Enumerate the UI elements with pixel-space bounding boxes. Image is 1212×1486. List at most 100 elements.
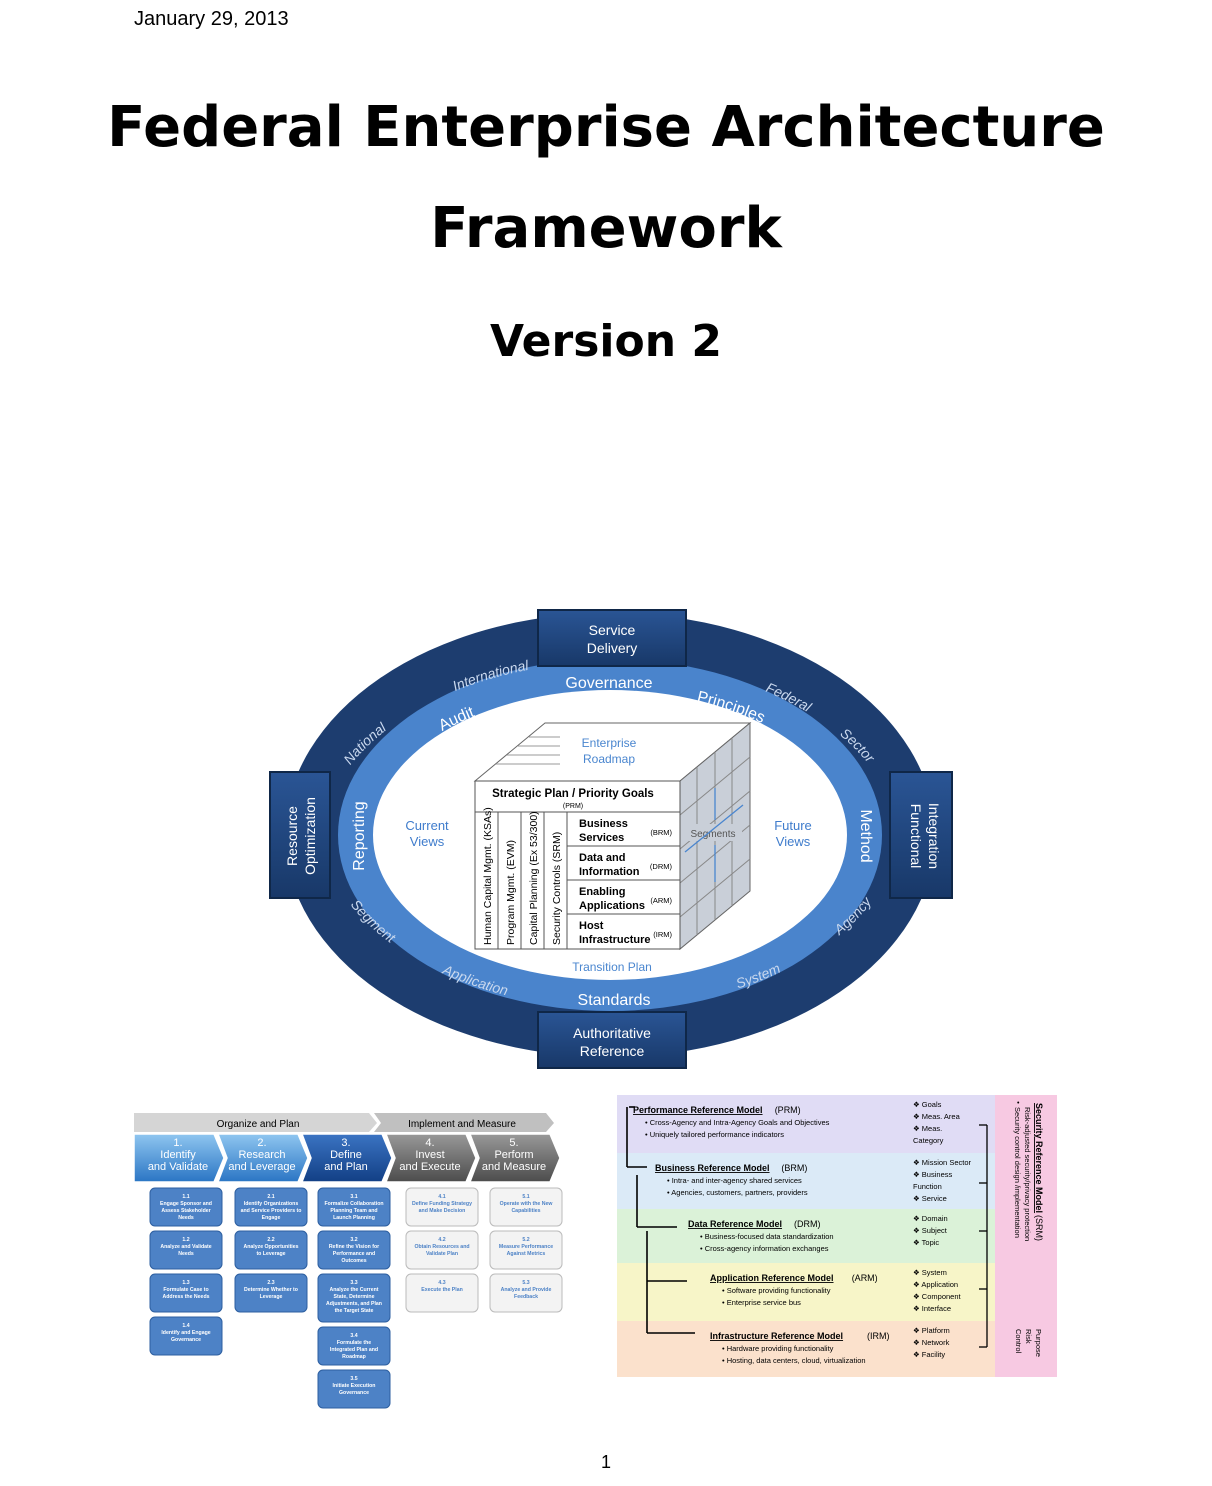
step-4-text-3: and Execute: [399, 1161, 460, 1173]
box-functional-integration: Functional Integration: [889, 771, 953, 899]
svg-text:Engage Sponsor and: Engage Sponsor and: [160, 1201, 212, 1207]
svg-text:Against Metrics: Against Metrics: [507, 1251, 546, 1257]
cube-row-4-l2: Infrastructure: [579, 934, 651, 946]
title-line-1: Federal Enterprise Architecture: [107, 95, 1105, 160]
ref-model-code: (ARM): [852, 1273, 878, 1283]
srm-item-1: Purpose: [1034, 1329, 1043, 1357]
svg-text:Define Funding Strategy: Define Funding Strategy: [412, 1201, 472, 1207]
step-1-chevron: [134, 1133, 225, 1183]
svg-text:Analyze and Validate: Analyze and Validate: [160, 1244, 211, 1250]
label-reporting: Reporting: [351, 801, 368, 870]
ref-model-item: ❖ Interface: [913, 1304, 951, 1313]
cube-col-2: Program Mgmt. (EVM): [505, 840, 517, 945]
svg-text:Adjustments, and Plan: Adjustments, and Plan: [326, 1301, 382, 1307]
svg-text:Operate with the New: Operate with the New: [500, 1201, 554, 1207]
step-1-text-1: 1.: [173, 1137, 182, 1149]
cube-row-3-code: (ARM): [650, 896, 672, 905]
ref-model-name: Business Reference Model: [655, 1163, 770, 1173]
ref-model-item: ❖ Business: [913, 1170, 952, 1179]
ref-model-bullet: • Hardware providing functionality: [722, 1344, 834, 1353]
svg-text:Analyze the Current: Analyze the Current: [329, 1287, 378, 1293]
svg-text:1.2: 1.2: [182, 1237, 189, 1243]
svg-text:Optimization: Optimization: [302, 797, 318, 875]
ref-model-name: Application Reference Model: [710, 1273, 834, 1283]
svg-text:and Service Providers to: and Service Providers to: [241, 1208, 302, 1214]
cube-col-1: Human Capital Mgmt. (KSAs): [482, 807, 494, 945]
fea-cube: Enterprise Roadmap Strategic Plan / Prio…: [473, 721, 752, 974]
ref-model-code: (IRM): [867, 1331, 890, 1341]
svg-text:Integration: Integration: [926, 803, 942, 869]
ref-model-brm: Business Reference Model(BRM)• Intra- an…: [617, 1153, 995, 1209]
ref-model-name: Data Reference Model: [688, 1219, 782, 1229]
ref-model-item: Function: [913, 1182, 942, 1191]
cube-row-1-l2: Services: [579, 832, 624, 844]
svg-text:Performance and: Performance and: [333, 1251, 375, 1257]
step-3-text-3: and Plan: [324, 1161, 367, 1173]
ref-model-bullet: • Cross-agency information exchanges: [700, 1244, 829, 1253]
ref-model-item: ❖ Mission Sector: [913, 1158, 971, 1167]
srm-item-3: Control: [1014, 1329, 1023, 1354]
svg-text:4.3: 4.3: [438, 1280, 445, 1286]
ref-model-bullet: • Enterprise service bus: [722, 1298, 801, 1307]
box-service-delivery: Service Delivery: [537, 609, 687, 667]
svg-text:Validate Plan: Validate Plan: [426, 1251, 458, 1257]
svg-text:3.2: 3.2: [350, 1237, 357, 1243]
ref-model-item: ❖ Meas.: [913, 1124, 942, 1133]
svg-text:Roadmap: Roadmap: [342, 1354, 366, 1360]
version-label: Version 2: [490, 316, 722, 367]
step-5-text-2: Perform: [494, 1149, 533, 1161]
box-authoritative-reference: Authoritative Reference: [537, 1011, 687, 1069]
ref-model-name: Infrastructure Reference Model: [710, 1331, 843, 1341]
cube-top-code: (PRM): [563, 803, 583, 810]
srm-bullet-mark-1: •: [1017, 1100, 1020, 1107]
step-3-text-2: Define: [330, 1149, 362, 1161]
ref-model-irm: Infrastructure Reference Model (IRM) • Har…: [617, 1321, 995, 1377]
svg-text:1.3: 1.3: [182, 1280, 189, 1286]
future-views-line1: Future: [774, 818, 812, 833]
title-line-2: Framework: [430, 196, 782, 261]
svg-text:Service: Service: [589, 622, 636, 638]
svg-text:Needs: Needs: [178, 1215, 194, 1221]
cube-row-1-l1: Business: [579, 818, 628, 830]
svg-text:Governance: Governance: [339, 1390, 369, 1396]
group-implement-measure: Implement and Measure: [408, 1119, 516, 1130]
svg-text:Resource: Resource: [284, 806, 300, 866]
svg-text:Integrated Plan and: Integrated Plan and: [330, 1347, 378, 1353]
step-4-text-2: Invest: [415, 1149, 444, 1161]
srm-band: [995, 1095, 1057, 1377]
transition-plan-label: Transition Plan: [572, 960, 652, 974]
step-5-text-1: 5.: [509, 1137, 518, 1149]
ref-model-item: ❖ Domain: [913, 1214, 948, 1223]
step-4-chevron: [384, 1133, 477, 1183]
svg-text:Analyze and Provide: Analyze and Provide: [501, 1287, 552, 1293]
group-organize-plan: Organize and Plan: [217, 1119, 300, 1130]
roadmap-line1: Enterprise: [582, 736, 637, 750]
svg-text:5.2: 5.2: [522, 1237, 529, 1243]
svg-text:1.1: 1.1: [182, 1194, 189, 1200]
svg-text:Governance: Governance: [171, 1337, 201, 1343]
svg-text:the Target State: the Target State: [335, 1308, 374, 1314]
svg-text:to Leverage: to Leverage: [256, 1251, 285, 1257]
srm-bullet-2: Security control design /implementation: [1013, 1107, 1022, 1238]
ref-model-code: (PRM): [775, 1105, 801, 1115]
svg-text:1.4: 1.4: [182, 1323, 189, 1329]
step-5-text-3: and Measure: [482, 1161, 546, 1173]
svg-text:3.4: 3.4: [350, 1333, 357, 1339]
ref-model-item: ❖ Facility: [913, 1350, 945, 1359]
svg-text:2.2: 2.2: [267, 1237, 274, 1243]
svg-text:Execute the Plan: Execute the Plan: [421, 1287, 463, 1293]
cube-row-2-code: (DRM): [650, 862, 673, 871]
ref-model-item: ❖ Subject: [913, 1226, 948, 1235]
segments-label: Segments: [690, 829, 735, 840]
cube-row-3-l2: Applications: [579, 900, 645, 912]
ref-model-arm: Application Reference Model(ARM)• Softwa…: [617, 1263, 995, 1321]
